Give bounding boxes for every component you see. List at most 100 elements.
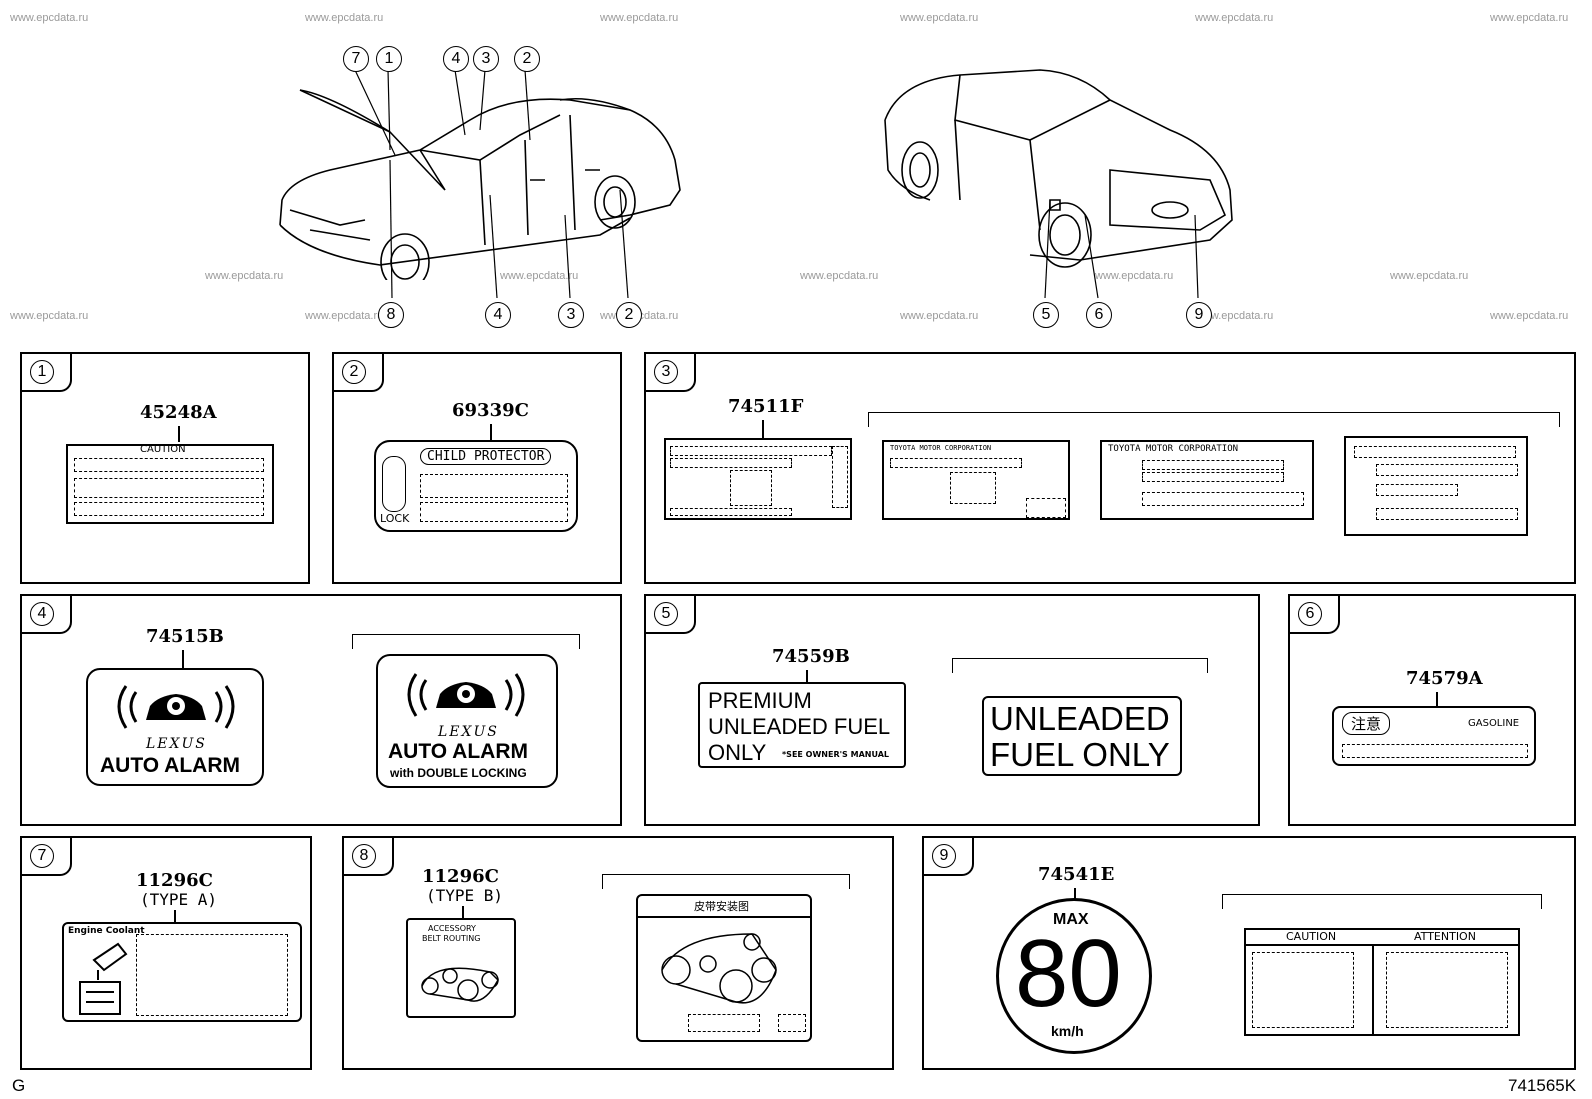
coolant-diagram [136, 934, 288, 1016]
callout-2[interactable]: 2 [514, 46, 540, 72]
part-number: 74579A [1406, 668, 1483, 689]
panel-tab: 5 [644, 594, 696, 634]
watermark: www.epcdata.ru [305, 12, 384, 24]
part-number: 74559B [772, 646, 850, 667]
watermark: www.epcdata.ru [900, 12, 979, 24]
panel-5: 5 74559B PREMIUM UNLEADED FUEL ONLY *SEE… [644, 594, 1260, 826]
divider [638, 916, 812, 918]
belt-text-2: BELT ROUTING [422, 934, 481, 943]
text-line [778, 1014, 806, 1032]
part-number: 74515B [146, 626, 224, 647]
part-number: 69339C [452, 400, 529, 421]
leader [182, 650, 184, 670]
panel-tab: 1 [20, 352, 72, 392]
text-line [670, 446, 832, 456]
cn-belt-text: 皮带安装图 [694, 900, 749, 913]
car-front-view-illustration [279, 89, 681, 280]
brand-text: LEXUS [438, 724, 499, 740]
panel-tab: 6 [1288, 594, 1340, 634]
text-line [832, 446, 848, 508]
leader [178, 426, 180, 442]
watermark: www.epcdata.ru [500, 270, 579, 282]
watermark: www.epcdata.ru [10, 12, 89, 24]
callout-4[interactable]: 4 [443, 46, 469, 72]
maker-text: TOYOTA MOTOR CORPORATION [890, 444, 992, 452]
watermark: www.epcdata.ru [1390, 270, 1469, 282]
panel-number: 6 [1298, 602, 1322, 626]
watermark: www.epcdata.ru [900, 310, 979, 322]
divider [1372, 944, 1374, 1036]
callout-8[interactable]: 8 [378, 302, 404, 328]
fuel-line-3: ONLY [708, 740, 767, 765]
owners-manual-note: *SEE OWNER'S MANUAL [782, 750, 889, 759]
speed-value: 80 [1015, 920, 1122, 1027]
car-rear-view-illustration [884, 69, 1233, 268]
callout-3[interactable]: 3 [558, 302, 584, 328]
caution-text: CAUTION [1286, 930, 1337, 943]
type-text: (TYPE B) [426, 886, 504, 905]
coolant-bottle-icon [79, 942, 128, 1015]
unleaded-text: UNLEADED [990, 700, 1170, 737]
text-line [1376, 464, 1518, 476]
fuel-line-1: PREMIUM [708, 688, 812, 713]
panel-tab: 3 [644, 352, 696, 392]
vin-label-d [1344, 436, 1528, 536]
premium-fuel-label: PREMIUM UNLEADED FUEL ONLY *SEE OWNER'S … [698, 682, 906, 768]
child-protector-label: CHILD PROTECTOR LOCK [374, 440, 578, 532]
text-line [420, 502, 568, 522]
callout-9[interactable]: 9 [1186, 302, 1212, 328]
panel-tab: 2 [332, 352, 384, 392]
part-number: 74511F [728, 396, 804, 417]
caution-attention-label: CAUTION ATTENTION [1244, 928, 1520, 1036]
max-speed-label: MAX 80 km/h [996, 898, 1152, 1054]
vin-label-b: TOYOTA MOTOR CORPORATION [882, 440, 1070, 520]
panel-number: 1 [30, 360, 54, 384]
panel-number: 5 [654, 602, 678, 626]
lock-text: LOCK [380, 512, 410, 525]
text-line [1376, 508, 1518, 520]
panel-number: 4 [30, 602, 54, 626]
callout-1[interactable]: 1 [376, 46, 402, 72]
text-line [1354, 446, 1516, 458]
child-protector-title: CHILD PROTECTOR [420, 448, 552, 465]
text-line [1376, 484, 1458, 496]
gasoline-text: GASOLINE [1468, 718, 1520, 729]
maker-text: TOYOTA MOTOR CORPORATION [1108, 444, 1239, 454]
panel-number: 2 [342, 360, 366, 384]
panel-tab: 9 [922, 836, 974, 876]
callout-3[interactable]: 3 [473, 46, 499, 72]
engine-coolant-label: Engine Coolant [62, 922, 302, 1022]
watermark: www.epcdata.ru [1490, 12, 1569, 24]
text-line [1142, 492, 1304, 506]
panel-number: 3 [654, 360, 678, 384]
panel-tab: 7 [20, 836, 72, 876]
vin-label-a [664, 438, 852, 520]
car-alarm-icon [117, 685, 235, 729]
vin-label-c: TOYOTA MOTOR CORPORATION [1100, 440, 1314, 520]
watermark: www.epcdata.ru [305, 310, 384, 322]
panel-tab: 4 [20, 594, 72, 634]
footer-left-code: G [12, 1076, 26, 1095]
leader-lines [354, 69, 1199, 299]
callout-4[interactable]: 4 [485, 302, 511, 328]
callout-7[interactable]: 7 [343, 46, 369, 72]
callout-2[interactable]: 2 [616, 302, 642, 328]
watermark: www.epcdata.ru [10, 310, 89, 322]
lock-switch-icon [382, 456, 406, 512]
double-locking-text: with DOUBLE LOCKING [390, 766, 527, 780]
attention-text: ATTENTION [1414, 930, 1476, 943]
part-number: 74541E [1038, 864, 1115, 885]
text-line [74, 458, 264, 472]
unleaded-fuel-label: UNLEADED FUEL ONLY [982, 696, 1182, 776]
callout-5[interactable]: 5 [1033, 302, 1059, 328]
panel-4: 4 74515B LEXUS AUTO ALARM LEXUS AUTO ALA… [20, 594, 622, 826]
text-line [1342, 744, 1528, 758]
panel-number: 8 [352, 844, 376, 868]
footer-diagram-number: 741565K [1508, 1076, 1577, 1095]
divider [1246, 944, 1520, 946]
panel-number: 9 [932, 844, 956, 868]
auto-alarm-double-locking-label: LEXUS AUTO ALARM with DOUBLE LOCKING [376, 654, 558, 788]
variant-bracket [352, 634, 580, 649]
callout-6[interactable]: 6 [1086, 302, 1112, 328]
caution-text: CAUTION [140, 444, 186, 455]
